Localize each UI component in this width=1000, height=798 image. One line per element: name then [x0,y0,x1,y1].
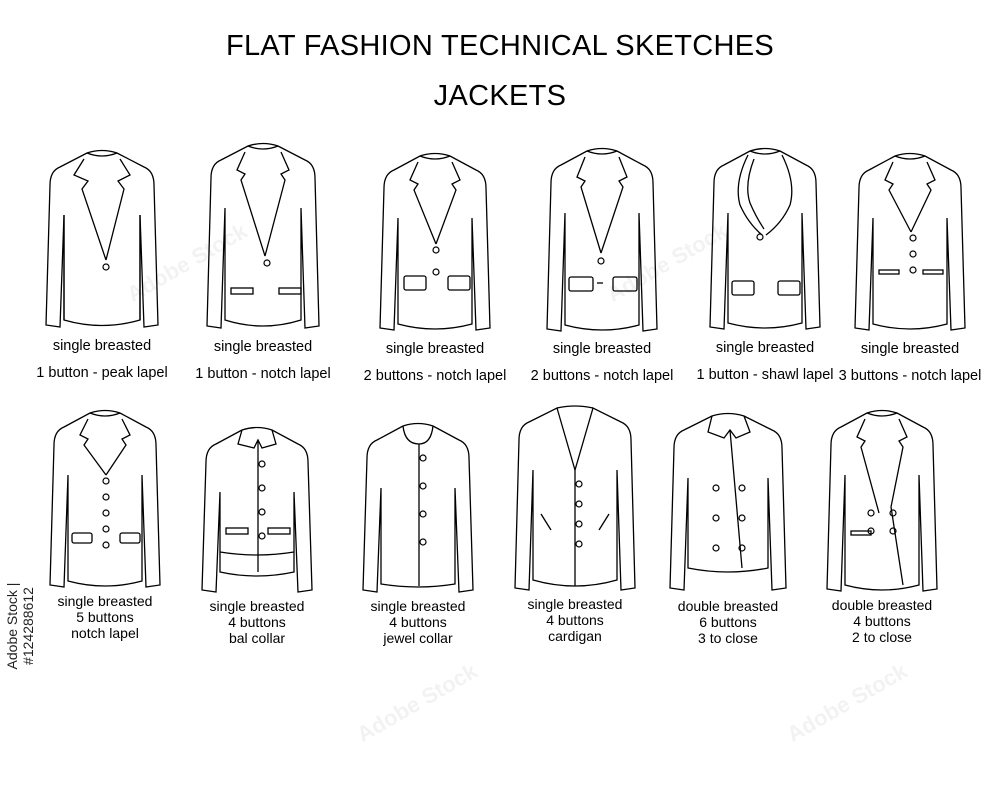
caption-line: 5 buttons [76,609,134,625]
caption-line: jewel collar [383,630,453,646]
caption-line: 4 buttons [546,612,604,628]
caption-line: bal collar [228,630,286,646]
jacket-sketch-peak-lapel [45,149,159,328]
watermark: Adobe Stock [782,658,912,748]
caption-line: 4 buttons [228,614,286,630]
caption-line: 2 to close [852,629,912,645]
jacket-sketch-notch-lapel [206,142,320,329]
caption-line: single breasted [52,338,152,354]
jacket-sketch-jewel-collar [362,422,474,593]
jacket-sketch-cardigan [514,405,636,591]
caption-line: single breasted [209,598,305,614]
jacket-item: single breasted 1 button - peak lapel [22,145,182,387]
caption-line: single breasted [385,341,485,357]
watermark: Adobe Stock [352,658,482,748]
caption-line: 3 to close [698,630,758,646]
jacket-sketch-2btn-notch [379,152,491,331]
caption-line: 1 button - shawl lapel [696,367,834,383]
jacket-sketch-3btn-notch [854,152,966,331]
jacket-item: single breasted 1 button - shawl lapel [685,143,845,389]
jacket-sketch-2btn-notch-long [546,147,658,332]
jacket-sketch-shawl-lapel [709,147,821,330]
caption-line: 4 buttons [389,614,447,630]
caption-line: 6 buttons [699,614,757,630]
jacket-item: single breasted 2 buttons - notch lapel [355,148,515,390]
caption-line: 1 button - peak lapel [36,365,168,381]
caption-line: 1 button - notch lapel [195,366,331,382]
caption-line: single breasted [552,341,652,357]
page-title: FLAT FASHION TECHNICAL SKETCHES [225,30,775,62]
jacket-sketch-double-4btn [826,409,938,592]
jacket-sketch-double-6btn [669,412,787,591]
caption-line: single breasted [57,593,153,609]
jacket-sketch-bal-collar [201,426,313,593]
caption-line: double breasted [831,597,933,613]
caption-line: single breasted [213,339,313,355]
caption-line: single breasted [715,340,815,356]
caption-line: double breasted [677,598,779,614]
page-subtitle: JACKETS [433,80,567,112]
caption-line: cardigan [548,628,602,644]
caption-line: 2 buttons - notch lapel [363,368,507,384]
caption-line: 4 buttons [853,613,911,629]
caption-line: single breasted [527,596,623,612]
caption-line: single breasted [370,598,466,614]
jacket-item: single breasted 1 button - notch lapel [183,138,343,388]
caption-line: 3 buttons - notch lapel [838,368,982,384]
jacket-sketch-5btn-notch [49,409,161,588]
caption-line: notch lapel [71,625,139,641]
jacket-item: single breasted 2 buttons - notch lapel [522,143,682,390]
caption-line: single breasted [860,341,960,357]
jacket-item: single breasted 3 buttons - notch lapel [830,148,990,390]
caption-line: 2 buttons - notch lapel [530,368,674,384]
